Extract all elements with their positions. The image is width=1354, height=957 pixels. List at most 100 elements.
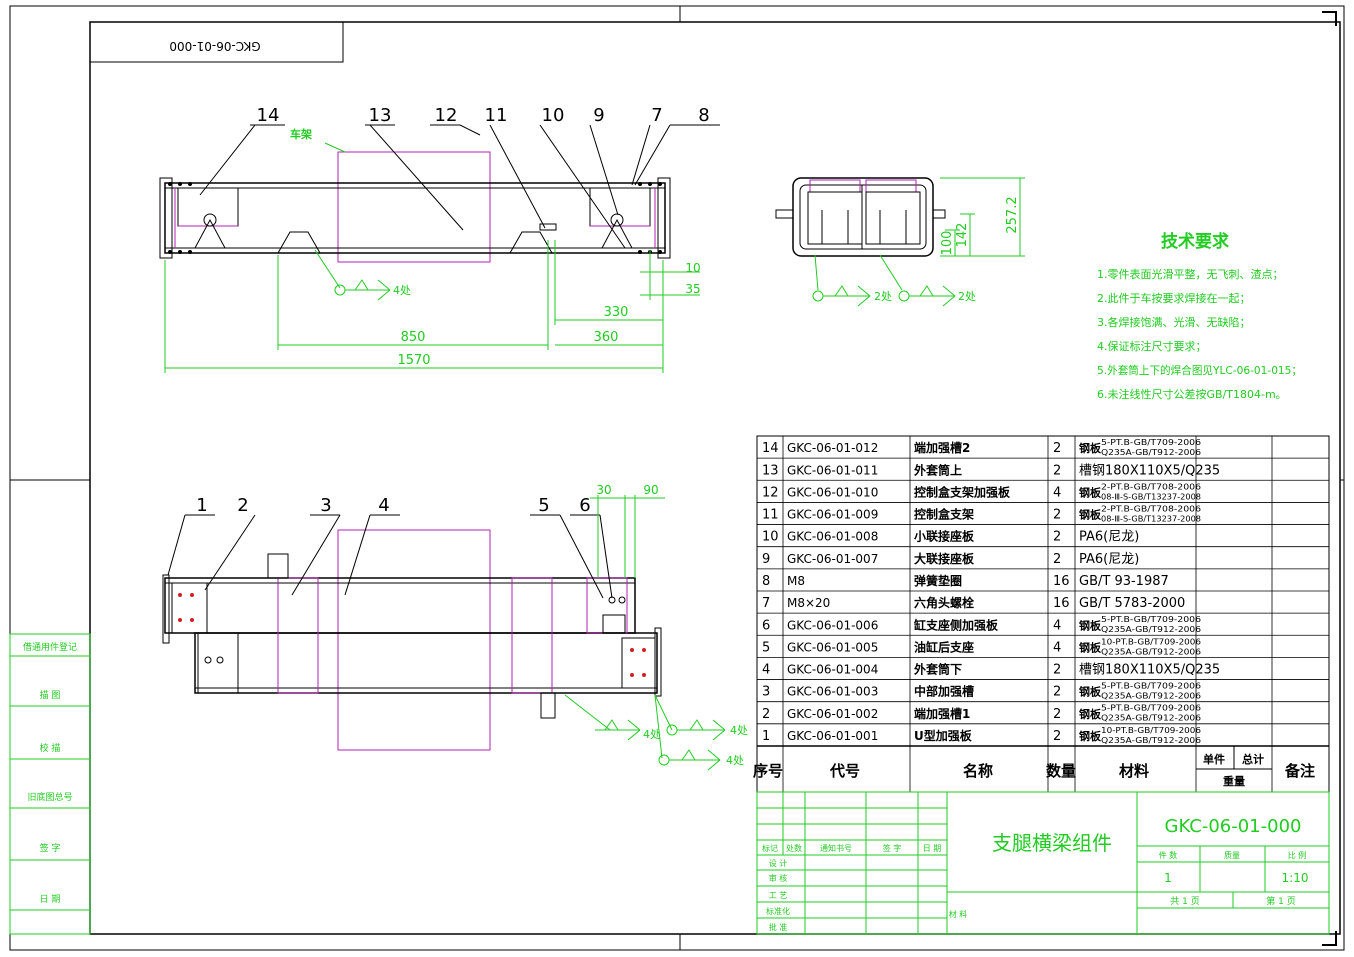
bom-cell-material-spec1: 10-PT.B-GB/T709-2006 xyxy=(1101,637,1201,646)
tb-scale: 1:10 xyxy=(1282,871,1309,885)
bom-cell-material-spec1: 5-PT.B-GB/T709-2006 xyxy=(1101,615,1201,624)
tb-label-standard: 标准化 xyxy=(766,906,790,916)
bom-cell-material-spec2: Q235A-GB/T912-2006 xyxy=(1101,736,1201,745)
tech-item-6: 6.未注线性尺寸公差按GB/T1804-m。 xyxy=(1097,387,1287,401)
bom-cell-material-spec2: Q235A-GB/T912-2006 xyxy=(1101,448,1201,457)
bom-cell-material-spec2: Q235A-GB/T912-2006 xyxy=(1101,625,1201,634)
bom-cell-qty: 2 xyxy=(1053,441,1061,456)
side-label-3: 旧底图总号 xyxy=(27,791,72,803)
bom-cell-no: 14 xyxy=(762,441,779,456)
bom-cell-no: 4 xyxy=(762,663,770,678)
bom-header-name: 名称 xyxy=(963,762,993,780)
bom-cell-material-spec1: 5-PT.B-GB/T709-2006 xyxy=(1101,438,1201,447)
bom-cell-no: 9 xyxy=(762,552,770,567)
bom-cell-name: U型加强板 xyxy=(914,728,973,743)
inner-border xyxy=(89,21,1341,935)
bom-cell-code: GKC-06-01-007 xyxy=(787,552,878,566)
bom-cell-code: GKC-06-01-009 xyxy=(787,508,878,522)
tb-label-scale: 比 例 xyxy=(1288,850,1307,860)
bom-cell-material: GB/T 5783-2000 xyxy=(1079,596,1185,611)
dim-360: 360 xyxy=(594,330,619,345)
tb-label-pieces: 件 数 xyxy=(1159,850,1178,860)
bom-cell-material-spec1: 5-PT.B-GB/T709-2006 xyxy=(1101,682,1201,691)
bom-cell-material: 钢板 xyxy=(1079,618,1102,632)
callout-2: 2 xyxy=(237,495,248,516)
tech-title: 技术要求 xyxy=(1161,231,1229,252)
callout-10: 10 xyxy=(542,105,565,126)
bom-cell-code: M8 xyxy=(787,574,805,588)
bom-cell-code: GKC-06-01-003 xyxy=(787,685,878,699)
bom-cell-code: GKC-06-01-004 xyxy=(787,663,878,677)
bom-table: 序号 代号 名称 数量 材料 单件 总计 重量 备注 xyxy=(753,435,1330,793)
bom-cell-material: PA6(尼龙) xyxy=(1079,552,1139,567)
bom-cell-qty: 2 xyxy=(1053,530,1061,545)
bom-cell-name: 弹簧垫圈 xyxy=(914,573,962,588)
tb-title: 支腿横梁组件 xyxy=(992,831,1112,855)
section-view: 257.2 142 100 2处 2处 xyxy=(775,177,1025,307)
bom-cell-material-spec2: 08-Ⅲ-S-GB/T13237-2008 xyxy=(1101,492,1201,501)
bom-cell-material: PA6(尼龙) xyxy=(1079,530,1139,545)
tb-sheets-total: 共 1 页 xyxy=(1170,896,1199,907)
tb-label-material: 材 料 xyxy=(949,909,968,919)
bom-cell-material-spec2: Q235A-GB/T912-2006 xyxy=(1101,714,1201,723)
bom-cell-name: 端加强槽2 xyxy=(914,440,970,455)
bom-cell-qty: 2 xyxy=(1053,463,1061,478)
bom-cell-no: 12 xyxy=(762,485,779,500)
tech-item-5: 5.外套筒上下的焊合图见YLC-06-01-015； xyxy=(1097,363,1302,377)
bom-header-total: 总计 xyxy=(1242,752,1264,766)
bom-header-remark: 备注 xyxy=(1284,762,1315,780)
weld-note-bottom-1: 4处 xyxy=(643,728,661,741)
dim-330: 330 xyxy=(604,305,629,320)
callout-6: 6 xyxy=(579,495,590,516)
dim-35: 35 xyxy=(685,282,700,296)
title-block: 标记 处数 通知书号 签 字 日 期 设 计 审 核 工 艺 标准化 批 准 材… xyxy=(756,791,1330,935)
dim-142: 142 xyxy=(955,223,970,248)
tb-label-review: 审 核 xyxy=(769,873,788,883)
bom-cell-name: 六角头螺栓 xyxy=(914,595,974,610)
bom-cell-material: 钢板 xyxy=(1079,485,1102,499)
bom-cell-material-spec1: 2-PT.B-GB/T708-2006 xyxy=(1101,482,1201,491)
bom-cell-no: 8 xyxy=(762,574,770,589)
bom-header-material: 材料 xyxy=(1119,762,1149,780)
bom-cell-no: 7 xyxy=(762,596,770,611)
bom-cell-name: 油缸后支座 xyxy=(914,639,974,654)
bom-cell-code: GKC-06-01-011 xyxy=(787,463,878,477)
rotated-drawing-number: GKC-06-01-000 xyxy=(169,39,260,53)
bom-cell-code: GKC-06-01-002 xyxy=(787,707,878,721)
tb-label-weight: 质量 xyxy=(1224,850,1240,860)
dim-10: 10 xyxy=(685,261,700,275)
callout-11: 11 xyxy=(485,105,508,126)
bom-cell-material: 钢板 xyxy=(1079,441,1102,455)
callout-9: 9 xyxy=(593,105,604,126)
weld-note-section-2: 2处 xyxy=(958,290,976,303)
bom-cell-name: 控制盒支架 xyxy=(914,507,974,522)
dim-90: 90 xyxy=(643,483,658,497)
bom-cell-no: 6 xyxy=(762,618,770,633)
weld-note-top: 4处 xyxy=(393,284,411,297)
side-stamp-column: 借通用件登记 描 图 校 描 旧底图总号 签 字 日 期 xyxy=(9,633,91,935)
bom-cell-name: 外套筒下 xyxy=(914,662,962,677)
bom-header-code: 代号 xyxy=(829,762,860,780)
top-view: 14 13 12 11 10 9 7 8 车架 4处 1570 850 360 xyxy=(159,105,720,373)
bom-cell-material: 钢板 xyxy=(1079,729,1102,743)
bom-cell-code: GKC-06-01-005 xyxy=(787,640,878,654)
bom-header-unit: 单件 xyxy=(1203,752,1225,766)
bom-cell-no: 1 xyxy=(762,729,770,744)
dim-850: 850 xyxy=(401,330,426,345)
bom-cell-name: 大联接座板 xyxy=(914,551,975,566)
tb-label-approve: 批 准 xyxy=(769,922,788,932)
tb-sheet-no: 第 1 页 xyxy=(1266,895,1295,907)
tb-label-marker: 标记 xyxy=(762,843,778,853)
bom-cell-material: 钢板 xyxy=(1079,640,1102,654)
tb-label-date: 日 期 xyxy=(923,844,942,853)
tech-item-2: 2.此件于车按要求焊接在一起； xyxy=(1097,291,1251,305)
side-label-4: 签 字 xyxy=(40,842,61,854)
callout-8: 8 xyxy=(698,105,709,126)
tech-item-1: 1.零件表面光滑平整，无飞刺、渣点； xyxy=(1097,267,1284,281)
dim-257: 257.2 xyxy=(1005,196,1020,233)
